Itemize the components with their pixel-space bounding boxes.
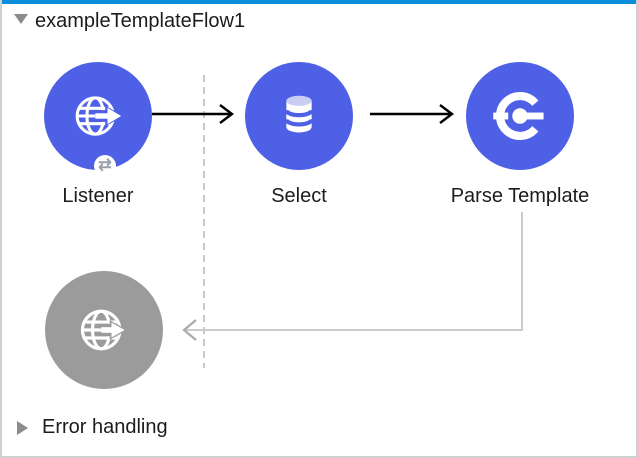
http-listener-icon xyxy=(80,309,128,351)
node-parse-template[interactable] xyxy=(466,62,574,170)
database-icon xyxy=(284,95,314,133)
http-listener-icon xyxy=(75,96,124,136)
node-label-listener[interactable]: Listener xyxy=(62,185,134,207)
node-label-select[interactable]: Select xyxy=(271,185,327,207)
swap-arrows-icon: ⇄ xyxy=(98,157,112,174)
node-response-listener[interactable] xyxy=(45,271,163,389)
connector-badge: ⇄ xyxy=(94,155,116,177)
parse-template-icon xyxy=(493,92,544,140)
flow-title: exampleTemplateFlow1 xyxy=(35,10,246,32)
flow-selection-bar xyxy=(2,0,636,4)
response-connector xyxy=(182,212,523,341)
error-handling-expand-triangle-icon[interactable] xyxy=(17,421,28,435)
node-listener[interactable] xyxy=(44,62,152,170)
error-handling-label[interactable]: Error handling xyxy=(42,416,168,438)
flow-arrow-select-to-parse-template xyxy=(370,104,454,124)
flow-arrow-listener-to-select xyxy=(152,104,234,124)
node-select[interactable] xyxy=(245,62,353,170)
flow-collapse-triangle-icon[interactable] xyxy=(14,14,28,24)
node-label-parse-template[interactable]: Parse Template xyxy=(450,185,590,207)
